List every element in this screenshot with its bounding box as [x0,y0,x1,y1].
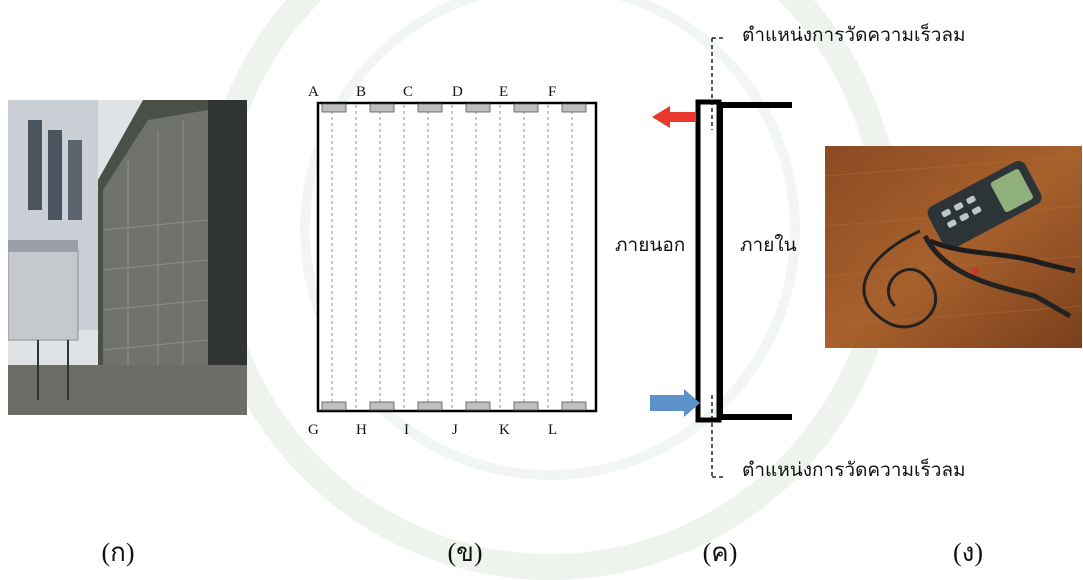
bottom-measure-annotation: ตำแหน่งการวัดความเร็วลม [742,460,966,481]
top-measure-annotation: ตำแหน่งการวัดความเร็วลม [742,25,966,46]
point-label-K: K [499,422,510,438]
point-label-E: E [499,84,509,100]
point-label-H: H [356,422,367,438]
inside-label: ภายใน [740,235,797,256]
outside-label: ภายนอก [615,235,686,256]
point-label-C: C [403,84,414,100]
air-outlet-arrow [652,106,696,128]
point-label-A: A [308,84,319,100]
point-label-B: B [356,84,367,100]
caption-c: (ค) [702,538,738,567]
air-inlet-arrow [650,389,700,417]
point-label-I: I [404,422,409,438]
seal-inner-ring [300,0,800,480]
wall-photo [8,100,247,415]
wall-section-diagram [650,37,792,478]
point-label-L: L [548,422,558,438]
point-label-D: D [452,84,463,100]
caption-b: (ข) [447,538,483,567]
caption-d: (ง) [952,538,983,567]
point-label-J: J [452,422,458,438]
wall-panel-diagram [316,101,598,413]
anemometer-photo [825,146,1082,348]
point-label-F: F [548,84,557,100]
point-label-G: G [308,422,319,438]
caption-a: (ก) [101,538,135,567]
